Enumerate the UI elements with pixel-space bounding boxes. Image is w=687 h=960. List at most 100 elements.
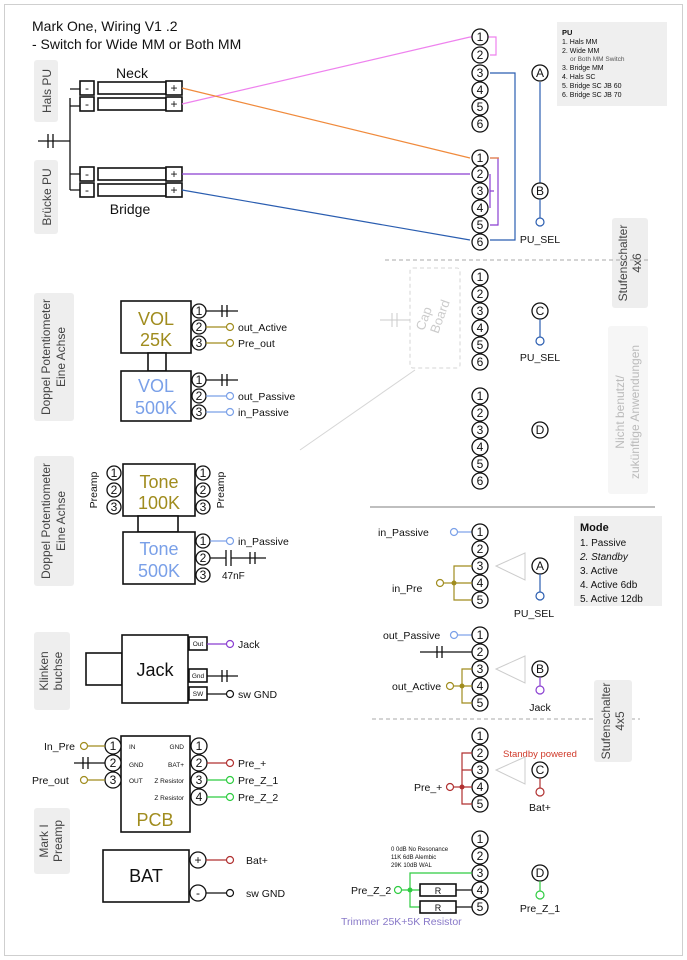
pre-out-label: Pre_out xyxy=(238,338,275,350)
mode-a-terminal: 1 xyxy=(471,523,489,541)
mode-d-terminal: 5 xyxy=(471,898,489,916)
pot2-pin: 3 xyxy=(106,499,122,515)
resistor-leads xyxy=(456,889,472,908)
svg-text:1: 1 xyxy=(477,525,484,539)
deck-b-label: B xyxy=(531,182,549,200)
svg-text:3: 3 xyxy=(477,66,484,80)
pcb-pre-out-dot xyxy=(79,775,89,785)
jack-sw-label: sw GND xyxy=(238,689,278,701)
pot1-pin: 3 xyxy=(191,335,207,351)
svg-text:1: 1 xyxy=(477,30,484,44)
mode-b-out-active-dot xyxy=(445,681,455,691)
mode-c-bat-label: Bat+ xyxy=(529,802,551,814)
svg-text:1: 1 xyxy=(477,270,484,284)
pot2-pin: 2 xyxy=(195,482,211,498)
resistor-2-label: R xyxy=(435,903,442,913)
mode-legend-item: 1. Passive xyxy=(580,538,627,549)
svg-text:2: 2 xyxy=(477,849,484,863)
pcb-pre-z2-label: Pre_Z_2 xyxy=(238,792,278,804)
pcb-pin: 3 xyxy=(190,771,208,789)
bridge-minus-sign-2: - xyxy=(85,183,89,197)
bat-plus-dot xyxy=(225,855,235,865)
mode-a-in-passive-dot xyxy=(449,527,459,537)
svg-text:1: 1 xyxy=(110,739,117,753)
mode-c-bat-dot xyxy=(535,787,545,797)
svg-text:4: 4 xyxy=(196,790,203,804)
cap-board: Cap Board xyxy=(299,267,461,451)
jack-label: Jack xyxy=(136,660,174,680)
unused-tag xyxy=(608,326,648,494)
switch-b-terminals: 1 2 3 4 5 6 xyxy=(471,149,489,251)
mode-legend-box xyxy=(574,516,662,606)
pcb-pin-gnd-right-label: GND xyxy=(170,744,185,751)
switch-c-terminal: 2 xyxy=(471,285,489,303)
pot2-pin: 3 xyxy=(195,499,211,515)
unused-tag-label-2: zukünftige Anwendungen xyxy=(628,345,642,479)
neck-coil-2 xyxy=(97,97,167,111)
bat-gnd-dot xyxy=(225,888,235,898)
jack-out-label: Jack xyxy=(238,639,260,651)
pot1-shaft xyxy=(147,352,167,372)
neck-minus-terminal xyxy=(79,80,95,96)
mode-legend-item: 2. Standby xyxy=(579,552,629,563)
stufenschalter-4x5-label: Stufenschalter xyxy=(599,683,613,760)
svg-text:5: 5 xyxy=(477,797,484,811)
pcb-tag-label-2: Preamp xyxy=(51,820,65,862)
mode-a-in-pre-dot xyxy=(435,578,445,588)
pu-legend-box xyxy=(557,22,667,106)
pcb-pin: 2 xyxy=(104,754,122,772)
svg-text:5: 5 xyxy=(477,457,484,471)
hals-pu-tag-label: Hals PU xyxy=(40,69,54,113)
pot2-pin: 1 xyxy=(106,465,122,481)
switch-c-terminal: 1 xyxy=(471,268,489,286)
switch-c-terminals: 1 2 3 4 5 6 xyxy=(471,268,489,371)
pot2-pin: 1 xyxy=(195,533,211,549)
deck-c-label: C xyxy=(531,302,549,320)
mode-d-pre-z2-dot xyxy=(393,885,403,895)
svg-text:2: 2 xyxy=(477,542,484,556)
pu-legend-item: 6. Bridge SC JB 70 xyxy=(562,92,622,99)
svg-text:2: 2 xyxy=(477,645,484,659)
svg-text:D: D xyxy=(536,423,545,437)
mode-d-terminal: 1 xyxy=(471,830,489,848)
svg-text:4: 4 xyxy=(477,883,484,897)
tone-active-label: Tone xyxy=(139,472,178,492)
svg-text:2: 2 xyxy=(200,551,207,565)
pcb-tag-label: Mark I xyxy=(37,824,51,857)
mode-b-terminal: 2 xyxy=(471,643,489,661)
pcb-pin: 3 xyxy=(104,771,122,789)
vol-active-pot xyxy=(120,300,192,354)
mode-d-pre-z1-dot xyxy=(535,890,545,900)
bridge-minus-terminal-2 xyxy=(79,182,95,198)
svg-text:1: 1 xyxy=(477,628,484,642)
pu-sel-1-dot xyxy=(535,217,545,227)
pu-legend-item: 2. Wide MM xyxy=(562,48,600,55)
wire-orange xyxy=(181,87,471,159)
switch-b-terminal: 5 xyxy=(471,216,489,234)
pot1-pins: 1 2 3 1 2 3 xyxy=(191,303,207,420)
bridge-plus-sign-2: + xyxy=(170,183,177,197)
svg-text:3: 3 xyxy=(477,662,484,676)
svg-text:B: B xyxy=(536,662,544,676)
switch-b-terminal: 4 xyxy=(471,199,489,217)
mode-a-terminal: 5 xyxy=(471,591,489,609)
svg-text:2: 2 xyxy=(477,406,484,420)
svg-text:2: 2 xyxy=(477,48,484,62)
svg-text:2: 2 xyxy=(477,746,484,760)
pcb-pin-gnd-left-label: GND xyxy=(129,762,144,769)
tone-in-passive-label: in_Passive xyxy=(238,536,289,548)
mode-c-terminal: 3 xyxy=(471,761,489,779)
switch-a-terminal: 3 xyxy=(471,64,489,82)
mode-d-terminals: 1 2 3 4 5 xyxy=(471,830,489,916)
mode-a-pu-sel-dot xyxy=(535,591,545,601)
mode-d-junction xyxy=(407,887,413,893)
svg-text:3: 3 xyxy=(196,336,203,350)
mode-a-terminal: 2 xyxy=(471,540,489,558)
resonance-table-row: 29K 10dB WAL xyxy=(391,863,432,869)
battery-minus-sign: - xyxy=(196,886,200,900)
vol-passive-label: VOL xyxy=(138,376,174,396)
svg-text:4: 4 xyxy=(477,576,484,590)
switch-d-terminal: 2 xyxy=(471,404,489,422)
svg-text:2: 2 xyxy=(477,167,484,181)
